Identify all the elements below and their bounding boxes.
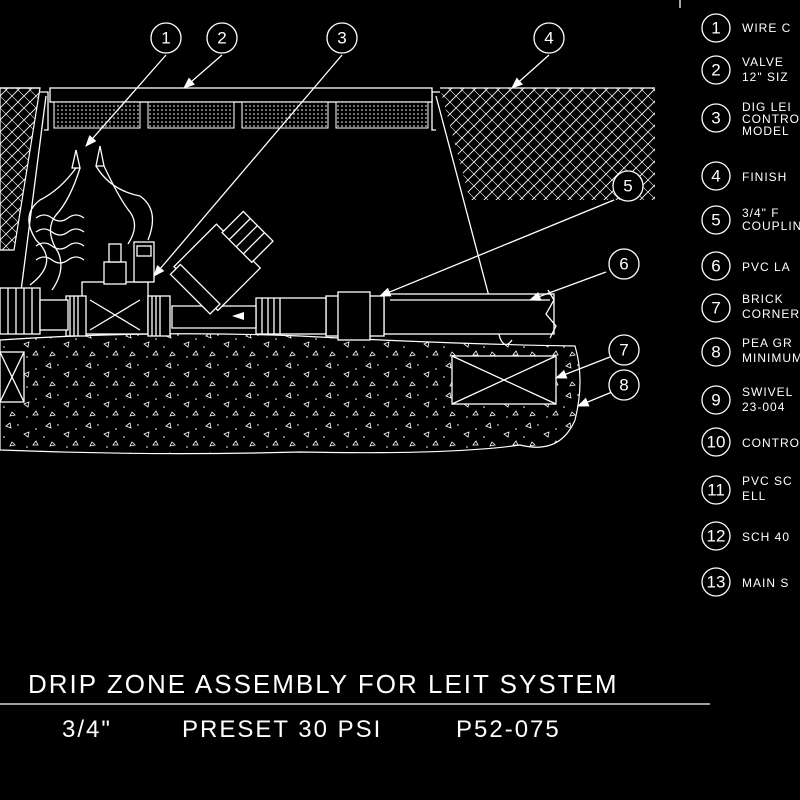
pea-gravel-bed [0,333,581,455]
callout-number: 2 [217,29,226,48]
legend-text: MAIN S [742,576,789,590]
legend-item-6: 6 PVC LA [701,251,791,281]
swivel-fitting [0,287,69,335]
callout-bubble-2: 2 [206,22,238,54]
legend-text: BRICK [742,292,784,306]
callout-bubble-1: 1 [150,22,182,54]
legend-text: FINISH [742,170,787,184]
wire-connectors [28,145,154,291]
legend-text: PVC SC [742,474,793,488]
legend-number: 11 [707,481,725,500]
legend-text: SWIVEL [742,385,793,399]
callout-leaders [85,54,615,407]
legend-number: 13 [707,573,726,592]
soil-grade [0,87,655,251]
callout-bubble-6: 6 [608,248,640,280]
legend-item-11: 11 PVC SC ELL [701,474,793,505]
subtitle-size: 3/4" [62,716,112,743]
legend-text: VALVE [742,55,784,69]
valve-box [15,87,513,346]
legend-item-1: 1 WIRE C [701,13,791,43]
callout-bubble-7: 7 [608,334,640,366]
callout-number: 1 [161,29,170,48]
legend-number: 2 [711,61,720,80]
legend-number: 9 [711,391,720,410]
drawing-title: DRIP ZONE ASSEMBLY FOR LEIT SYSTEM [28,669,619,699]
legend-item-7: 7 BRICK CORNER [701,292,800,323]
control-valve [65,241,171,337]
legend-text: 23-004 [742,400,785,414]
legend-item-10: 10 CONTRO [701,427,800,457]
legend-text: MODEL [742,124,790,138]
callout-number: 6 [619,255,628,274]
lateral-pipe [383,289,557,339]
callout-bubble-3: 3 [326,22,358,54]
legend-text: MINIMUM [742,351,800,365]
brick-corner-left [0,351,25,403]
legend-text: 12" SIZ [742,70,789,84]
legend-text: ELL [742,489,766,503]
legend-number: 1 [711,19,720,38]
filter-coupling [255,291,385,341]
legend-item-8: 8 PEA GR MINIMUM [701,336,800,367]
legend-number: 7 [711,299,720,318]
legend-text: PVC LA [742,260,791,274]
legend-number: 3 [711,109,720,128]
legend-number: 12 [707,527,726,546]
legend-text: WIRE C [742,21,791,35]
legend-text: CORNER [742,307,800,321]
valve-box-lid [49,87,433,129]
legend-item-9: 9 SWIVEL 23-004 [701,385,793,415]
legend-number: 5 [711,211,720,230]
pressure-regulator [169,210,274,329]
subtitle-preset: PRESET 30 PSI [182,716,382,743]
callout-number: 5 [623,177,632,196]
callout-number: 4 [544,29,553,48]
callout-number: 8 [619,376,628,395]
legend-number: 6 [711,257,720,276]
title-block: DRIP ZONE ASSEMBLY FOR LEIT SYSTEM 3/4" … [0,669,710,743]
legend-item-12: 12 SCH 40 [701,521,790,551]
legend-text: DIG LEI [742,100,792,114]
legend-text: SCH 40 [742,530,790,544]
legend-text: CONTRO [742,436,800,450]
legend-number: 10 [707,433,726,452]
legend-text: COUPLIN [742,219,800,233]
brick-corner-right [451,355,557,405]
legend-text: PEA GR [742,336,793,350]
legend-number: 4 [711,167,720,186]
callout-bubble-8: 8 [608,369,640,401]
legend-item-4: 4 FINISH [701,161,787,191]
legend-number: 8 [711,343,720,362]
legend-item-5: 5 3/4" F COUPLIN [701,205,800,235]
legend-item-2: 2 VALVE 12" SIZ [701,55,789,85]
legend-text: CONTRO [742,112,800,126]
subtitle-model: P52-075 [456,716,561,743]
legend: 1 WIRE C 2 VALVE 12" SIZ 3 DIG LEI CONTR… [701,13,800,597]
callout-number: 3 [337,29,346,48]
legend-item-13: 13 MAIN S [701,567,789,597]
callout-number: 7 [619,341,628,360]
legend-text: 3/4" F [742,206,780,220]
legend-item-3: 3 DIG LEI CONTRO MODEL [701,100,800,138]
callout-bubble-5: 5 [612,170,644,202]
callout-bubble-4: 4 [533,22,565,54]
